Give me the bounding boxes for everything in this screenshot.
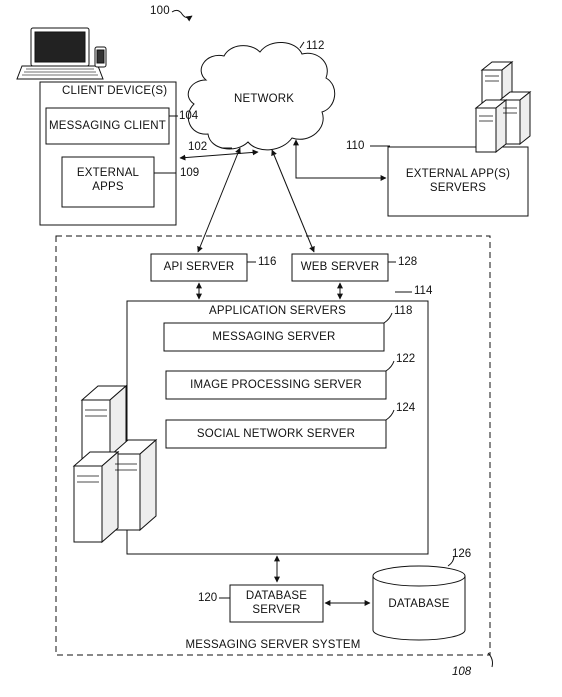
database-ref: 126 bbox=[452, 548, 472, 560]
laptop-icon bbox=[16, 27, 104, 80]
application-servers-label: APPLICATION SERVERS bbox=[209, 305, 346, 317]
external-apps-line1: EXTERNAL bbox=[76, 167, 140, 179]
database-label: DATABASE bbox=[388, 598, 450, 610]
image-processing-server-box bbox=[165, 370, 387, 400]
messaging-server-system-ref: 108 bbox=[452, 666, 472, 678]
client-ref: 102 bbox=[188, 141, 208, 153]
api-server-label: API SERVER bbox=[163, 261, 235, 273]
application-servers-box bbox=[126, 300, 429, 555]
api-server-box bbox=[150, 253, 248, 282]
messaging-client-ref: 104 bbox=[179, 110, 199, 122]
api-server-ref: 116 bbox=[258, 256, 277, 268]
database-server-box bbox=[229, 584, 324, 623]
database-server-ref: 120 bbox=[198, 592, 218, 604]
messaging-server-ref: 118 bbox=[394, 305, 413, 317]
network-label: NETWORK bbox=[234, 93, 295, 105]
image-processing-server-ref: 122 bbox=[396, 353, 416, 365]
phone-icon bbox=[94, 46, 107, 68]
web-server-box bbox=[291, 253, 389, 282]
messaging-server-label: MESSAGING SERVER bbox=[212, 331, 336, 343]
external-apps-line2: APPS bbox=[92, 181, 124, 193]
web-server-ref: 128 bbox=[398, 256, 418, 268]
social-network-server-box bbox=[165, 419, 387, 449]
external-apps-ref: 109 bbox=[180, 167, 200, 179]
application-servers-ref: 114 bbox=[414, 285, 433, 297]
external-app-servers-box bbox=[387, 146, 529, 217]
external-app-servers-line2: SERVERS bbox=[429, 182, 487, 194]
messaging-server-system-box bbox=[55, 235, 491, 656]
server-stack-icon-left bbox=[72, 384, 158, 544]
network-cloud bbox=[187, 42, 336, 151]
figure-number-arrow bbox=[171, 9, 193, 22]
network-web-link bbox=[271, 149, 315, 253]
figure-number: 100 bbox=[150, 5, 170, 17]
external-apps-box bbox=[61, 156, 155, 208]
network-ref: 112 bbox=[306, 40, 325, 52]
web-server-label: WEB SERVER bbox=[300, 261, 380, 273]
database-server-line1: DATABASE bbox=[245, 590, 308, 602]
server-stack-icon-top bbox=[474, 60, 532, 154]
messaging-client-label: MESSAGING CLIENT bbox=[49, 120, 166, 132]
database-cylinder bbox=[372, 565, 466, 641]
network-api-link bbox=[197, 147, 241, 253]
social-network-server-ref: 124 bbox=[396, 402, 416, 414]
client-device-title: CLIENT DEVICE(S) bbox=[62, 85, 168, 97]
database-server-line2: SERVER bbox=[252, 604, 301, 616]
messaging-client-box bbox=[45, 107, 170, 145]
social-network-server-label: SOCIAL NETWORK SERVER bbox=[196, 428, 356, 440]
messaging-server-box bbox=[163, 322, 385, 352]
image-processing-server-label: IMAGE PROCESSING SERVER bbox=[190, 379, 362, 391]
external-app-servers-ref: 110 bbox=[346, 140, 365, 152]
external-app-servers-line1: EXTERNAL APP(S) bbox=[405, 168, 511, 180]
messaging-server-system-label: MESSAGING SERVER SYSTEM bbox=[185, 639, 361, 651]
client-device-box bbox=[39, 81, 177, 226]
